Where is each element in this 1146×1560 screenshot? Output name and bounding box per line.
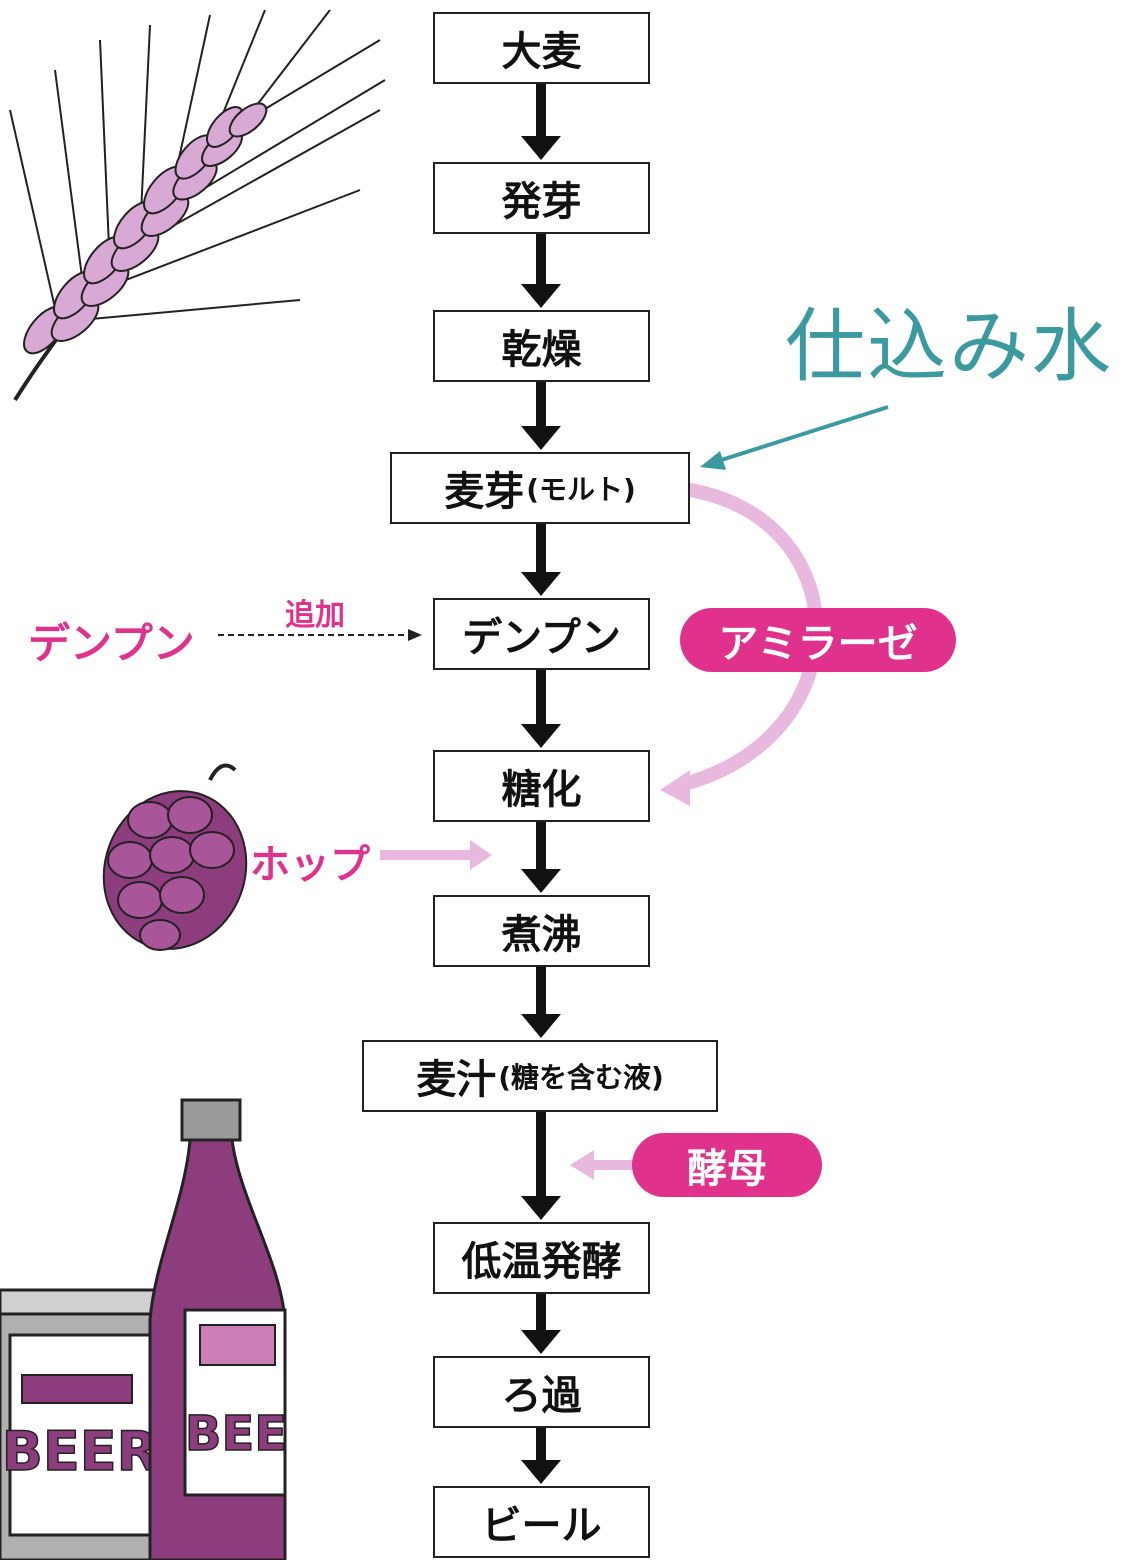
hop-icon — [102, 763, 248, 951]
hop-label: ホップ — [250, 842, 370, 888]
starch-input-label: デンプン — [28, 619, 195, 668]
barley-icon — [9, 9, 386, 402]
yeast-badge: 酵母 — [632, 1133, 822, 1197]
flow-arrow-head — [521, 869, 561, 893]
flow-arrow-head — [521, 1014, 561, 1038]
flow-arrow-shaft — [536, 1294, 546, 1330]
step-malt: 麦芽 (モルト) — [390, 452, 690, 524]
brewing-water-label: 仕込み水 — [785, 300, 1113, 393]
step-filtration: ろ過 — [433, 1356, 650, 1428]
hop-arrow — [380, 840, 492, 870]
step-low-temp-fermentation: 低温発酵 — [433, 1222, 650, 1294]
flow-arrow-head — [521, 136, 561, 160]
step-label: 煮沸 — [501, 912, 582, 958]
step-saccharification: 糖化 — [433, 750, 650, 822]
beer-can-icon: BEER — [0, 1288, 162, 1560]
yeast-arrow — [570, 1150, 640, 1180]
starch-add-arrow — [218, 629, 422, 641]
flow-arrow-shaft — [536, 1112, 546, 1196]
step-label: 低温発酵 — [461, 1239, 622, 1285]
flow-arrow-head — [521, 572, 561, 596]
step-label: 麦芽 — [444, 469, 525, 515]
step-boiling: 煮沸 — [433, 895, 650, 967]
flow-arrow-shaft — [536, 1428, 546, 1460]
step-starch: デンプン — [433, 598, 650, 670]
flow-arrow-shaft — [536, 84, 546, 136]
flow-arrow-head — [521, 1196, 561, 1220]
main-flow-arrows — [521, 84, 561, 1484]
bottle-label-text: BEE — [185, 1406, 287, 1462]
can-label-text: BEER — [2, 1420, 159, 1483]
step-label: 糖化 — [501, 767, 582, 813]
step-label: デンプン — [462, 615, 621, 661]
step-label: 乾燥 — [501, 327, 582, 373]
flow-arrow-head — [521, 1330, 561, 1354]
flow-arrow-shaft — [536, 382, 546, 426]
step-label: 大麦 — [501, 29, 582, 75]
step-wort: 麦汁 (糖を含む液) — [362, 1040, 718, 1112]
flow-arrow-shaft — [536, 822, 546, 869]
water-arrow — [700, 405, 889, 470]
step-label: ろ過 — [501, 1373, 582, 1419]
flow-arrow-head — [521, 284, 561, 308]
starch-add-label: 追加 — [285, 598, 345, 633]
flow-arrow-head — [521, 426, 561, 450]
amylase-badge: アミラーゼ — [680, 608, 956, 672]
flow-arrow-head — [521, 1460, 561, 1484]
flow-arrow-shaft — [536, 670, 546, 724]
flow-arrow-shaft — [536, 234, 546, 284]
step-sublabel: (モルト) — [526, 473, 636, 506]
flow-arrow-shaft — [536, 524, 546, 572]
step-sublabel: (糖を含む液) — [498, 1061, 664, 1094]
beer-bottle-icon: BEE — [148, 1098, 288, 1560]
step-label: 発芽 — [501, 179, 582, 225]
step-beer: ビール — [433, 1486, 650, 1558]
step-label: 麦汁 — [416, 1057, 497, 1103]
step-germination: 発芽 — [433, 162, 650, 234]
flow-arrow-head — [521, 724, 561, 748]
step-barley: 大麦 — [433, 12, 650, 84]
step-drying: 乾燥 — [433, 310, 650, 382]
step-label: ビール — [481, 1503, 602, 1549]
flow-arrow-shaft — [536, 967, 546, 1014]
